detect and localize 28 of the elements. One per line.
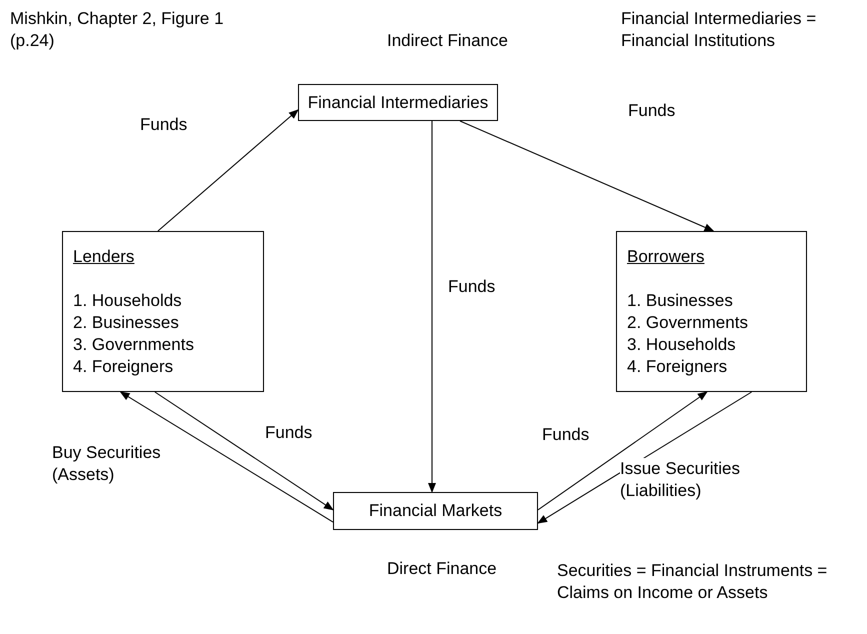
box-label: Financial Markets — [368, 500, 502, 522]
arrow — [537, 392, 752, 524]
list-item: 1. Businesses — [627, 290, 733, 312]
arrow — [538, 391, 708, 510]
arrow — [460, 120, 714, 232]
box-heading: Lenders — [73, 246, 134, 268]
arrow — [154, 392, 334, 510]
note-text: Securities = Financial Instruments = Claims on Income or Assets — [557, 560, 828, 604]
list-item: 3. Governments — [73, 334, 194, 356]
box-label: Financial Intermediaries — [308, 92, 488, 114]
list-item: 2. Businesses — [73, 312, 179, 334]
note-text: Financial Intermediaries = Financial Institutions — [621, 8, 818, 52]
list-item: 4. Foreigners — [627, 356, 728, 378]
arrow — [120, 391, 334, 523]
group-box — [616, 231, 807, 392]
list-item: 1. Households — [73, 290, 182, 312]
process-box — [298, 84, 498, 121]
list-item: 4. Foreigners — [73, 356, 174, 378]
box-heading: Borrowers — [627, 246, 704, 268]
arrow — [157, 109, 299, 232]
process-box — [333, 492, 538, 530]
group-box — [62, 231, 264, 392]
list-item: 2. Governments — [627, 312, 748, 334]
section-label: Direct Finance — [387, 558, 498, 580]
arrow — [428, 120, 436, 493]
list-item: 3. Households — [627, 334, 736, 356]
note-text: Mishkin, Chapter 2, Figure 1 (p.24) — [10, 8, 225, 52]
section-label: Indirect Finance — [387, 30, 509, 52]
